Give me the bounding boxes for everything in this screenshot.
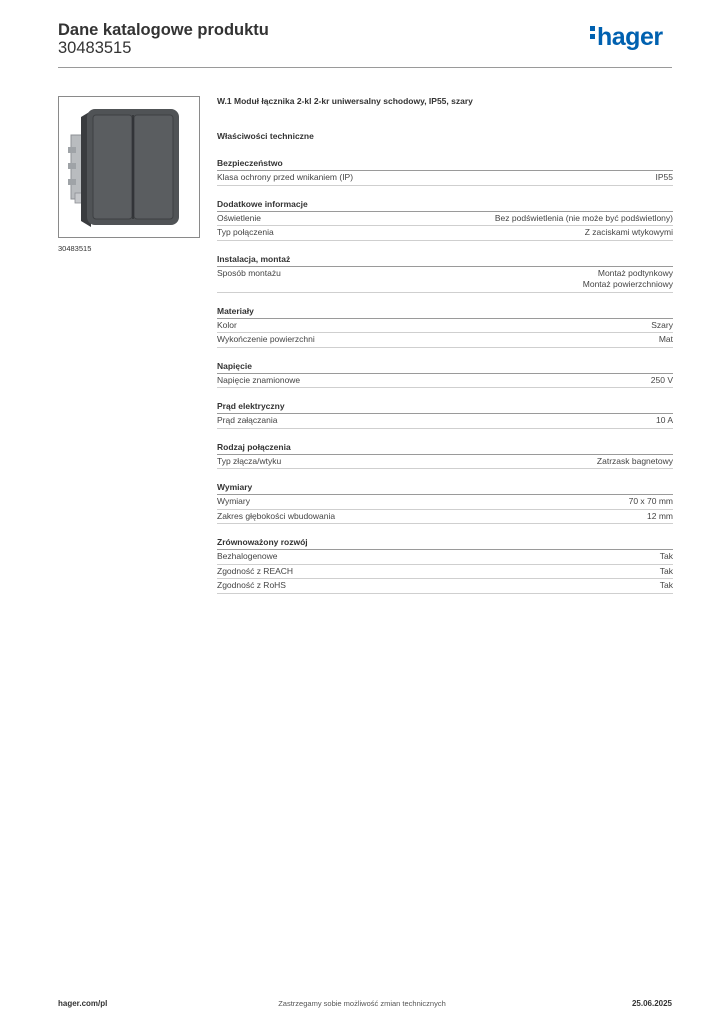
property-value: 12 mm xyxy=(647,511,673,523)
property-label: Prąd załączania xyxy=(217,415,278,425)
property-row: Kolor Szary xyxy=(217,319,673,333)
property-value: 10 A xyxy=(656,415,673,427)
section-title: Wymiary xyxy=(217,480,673,495)
property-value: Z zaciskami wtykowymi xyxy=(585,227,673,239)
property-value-line: Tak xyxy=(659,580,673,590)
switch-module-icon xyxy=(68,109,179,227)
property-value: Tak xyxy=(660,551,673,563)
property-label: Bezhalogenowe xyxy=(217,551,278,561)
property-label: Napięcie znamionowe xyxy=(217,374,301,385)
property-value: 250 V xyxy=(651,375,673,387)
property-value-line: Montaż powierzchniowy xyxy=(582,279,673,289)
property-value: Tak xyxy=(660,580,673,592)
product-details: W.1 Moduł łącznika 2-kl 2-kr uniwersalny… xyxy=(217,94,673,594)
property-value: Tak xyxy=(660,566,673,578)
property-label: Klasa ochrony przed wnikaniem (IP) xyxy=(217,172,354,182)
product-code: 30483515 xyxy=(58,39,132,57)
section-title: Napięcie xyxy=(217,359,673,374)
property-label: Typ połączenia xyxy=(217,227,274,237)
property-row: Zgodność z REACH Tak xyxy=(217,565,673,579)
property-value-line: Montaż podtynkowy xyxy=(597,267,673,278)
property-label: Wymiary xyxy=(217,496,250,506)
property-value: 70 x 70 mm xyxy=(629,496,673,508)
property-value-line: 10 A xyxy=(655,415,673,425)
property-value-line: Zatrzask bagnetowy xyxy=(596,455,673,466)
properties-heading: Właściwości techniczne xyxy=(217,131,314,141)
property-label: Kolor xyxy=(217,319,237,330)
property-value-line: Szary xyxy=(651,319,673,330)
property-label: Sposób montażu xyxy=(217,267,281,278)
footer-date: 25.06.2025 xyxy=(631,999,672,1008)
header-divider xyxy=(58,67,672,68)
property-row: Typ połączenia Z zaciskami wtykowymi xyxy=(217,226,673,241)
section-title: Zrównoważony rozwój xyxy=(217,535,673,550)
product-image xyxy=(58,96,200,238)
property-value-line: 250 V xyxy=(650,374,673,385)
property-value-line: 12 mm xyxy=(647,510,673,521)
footer-url[interactable]: hager.com/pl xyxy=(58,999,108,1008)
property-value: Bez podświetlenia (nie może być podświet… xyxy=(495,213,673,225)
property-label: Zgodność z REACH xyxy=(217,565,294,576)
section-title: Prąd elektryczny xyxy=(217,399,673,414)
section-title: Instalacja, montaż xyxy=(217,252,673,267)
property-label: Zakres głębokości wbudowania xyxy=(217,510,336,521)
property-row: Typ złącza/wtyku Zatrzask bagnetowy xyxy=(217,455,673,469)
logo-dots-icon xyxy=(590,23,595,42)
property-value-line: Tak xyxy=(659,565,673,576)
page-title: Dane katalogowe produktu xyxy=(58,21,269,39)
property-row: Zgodność z RoHS Tak xyxy=(217,579,673,594)
logo-text: hager xyxy=(597,23,663,51)
property-row: Klasa ochrony przed wnikaniem (IP) IP55 xyxy=(217,171,673,186)
property-value-line: Mat xyxy=(658,334,673,344)
property-row: Zakres głębokości wbudowania 12 mm xyxy=(217,510,673,524)
property-value-line: Z zaciskami wtykowymi xyxy=(584,227,673,237)
property-row: Bezhalogenowe Tak xyxy=(217,550,673,565)
section-title: Dodatkowe informacje xyxy=(217,197,673,212)
property-row: Wykończenie powierzchni Mat xyxy=(217,333,673,348)
property-value: Mat xyxy=(659,334,673,346)
property-value: IP55 xyxy=(656,172,674,184)
property-value: Zatrzask bagnetowy xyxy=(597,456,673,468)
property-value-line: 70 x 70 mm xyxy=(628,496,673,506)
property-label: Oświetlenie xyxy=(217,212,261,223)
property-value-line: IP55 xyxy=(655,172,674,182)
property-label: Wykończenie powierzchni xyxy=(217,334,315,344)
property-label: Zgodność z RoHS xyxy=(217,580,286,590)
hager-logo[interactable]: hager xyxy=(590,25,663,50)
property-row: Napięcie znamionowe 250 V xyxy=(217,374,673,388)
property-value: Szary xyxy=(651,320,673,332)
section-title: Materiały xyxy=(217,304,673,319)
property-value-line: Bez podświetlenia (nie może być podświet… xyxy=(494,212,673,223)
section-title: Bezpieczeństwo xyxy=(217,156,673,171)
property-value-line: Tak xyxy=(659,551,673,561)
property-row: Wymiary 70 x 70 mm xyxy=(217,495,673,510)
product-title: W.1 Moduł łącznika 2-kl 2-kr uniwersalny… xyxy=(217,96,473,106)
footer-note: Zastrzegamy sobie możliwość zmian techni… xyxy=(278,999,446,1008)
section-title: Rodzaj połączenia xyxy=(217,440,673,455)
property-label: Typ złącza/wtyku xyxy=(217,455,282,466)
property-row: Oświetlenie Bez podświetlenia (nie może b… xyxy=(217,212,673,226)
property-row: Prąd załączania 10 A xyxy=(217,414,673,429)
image-caption: 30483515 xyxy=(58,244,92,253)
